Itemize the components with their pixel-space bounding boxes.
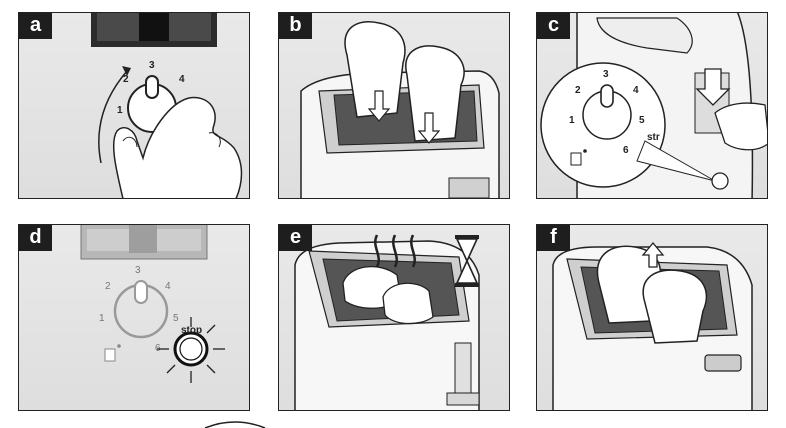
arrow-head-icon xyxy=(122,66,131,76)
bread-slice-icon xyxy=(596,17,693,54)
dial-number: 4 xyxy=(633,85,639,96)
dial-number: 6 xyxy=(623,145,629,156)
panel-label: a xyxy=(19,13,52,39)
dial-number: 3 xyxy=(603,69,609,80)
panel-b-illustration xyxy=(300,21,500,198)
panel-a: a 1 2 3 4 xyxy=(18,12,250,199)
rotate-arrow xyxy=(98,70,128,164)
panel-label: b xyxy=(279,13,312,39)
dial-number: 1 xyxy=(99,313,105,324)
dial-number: 1 xyxy=(569,115,575,126)
hand-icon xyxy=(112,96,243,198)
panel-e-illustration xyxy=(294,234,480,410)
panel-c: c 1 2 3 4 5 6 str xyxy=(536,12,768,199)
dial-number: 4 xyxy=(165,281,171,292)
bread-slice-icon xyxy=(642,269,708,344)
start-button[interactable] xyxy=(711,172,729,190)
glow-rays-icon xyxy=(157,317,225,383)
bread-slice-icon xyxy=(405,45,465,142)
up-arrow-icon xyxy=(641,241,665,268)
dial-number: 1 xyxy=(117,105,123,116)
dial-number: 5 xyxy=(173,313,179,324)
down-arrow-icon xyxy=(417,112,441,144)
steam-icon xyxy=(374,234,416,268)
bread-slice-icon xyxy=(344,21,406,118)
dial-number: 2 xyxy=(575,85,581,96)
dial-number: 3 xyxy=(149,60,155,71)
dial-pointer xyxy=(134,280,148,304)
panel-label: e xyxy=(279,225,312,251)
dial-magnify-circle xyxy=(540,62,666,188)
stop-label: stop xyxy=(181,325,202,336)
defrost-icon xyxy=(104,348,116,362)
panel-a-illustration: 1 2 3 4 xyxy=(91,13,243,198)
dial-number: 3 xyxy=(135,265,141,276)
dial-number: 5 xyxy=(639,115,645,126)
dial-number: 4 xyxy=(179,74,185,85)
start-label: str xyxy=(647,132,660,143)
panel-f-illustration xyxy=(552,241,753,410)
dial-pointer xyxy=(145,75,159,99)
defrost-icon xyxy=(570,152,582,166)
panel-e: e xyxy=(278,224,510,411)
panel-b: b xyxy=(278,12,510,199)
panel-d-illustration: 1 2 3 4 5 6 stop xyxy=(80,225,225,383)
panel-label: f xyxy=(537,225,570,251)
panel-c-illustration: 1 2 3 4 5 6 str xyxy=(540,13,767,198)
lever-handle[interactable] xyxy=(704,354,742,372)
down-arrow-icon[interactable] xyxy=(695,68,731,106)
bread-slice-icon xyxy=(382,282,434,325)
down-arrow-icon xyxy=(367,90,391,122)
hourglass-icon xyxy=(455,235,479,287)
dial-number: 2 xyxy=(123,74,129,85)
finger-icon xyxy=(714,102,767,151)
panel-f: f xyxy=(536,224,768,411)
dial-number: 2 xyxy=(105,281,111,292)
panel-label: c xyxy=(537,13,570,39)
dial-pointer xyxy=(600,84,614,108)
panel-d: d 1 2 3 4 5 6 stop xyxy=(18,224,250,411)
panel-label: d xyxy=(19,225,52,251)
